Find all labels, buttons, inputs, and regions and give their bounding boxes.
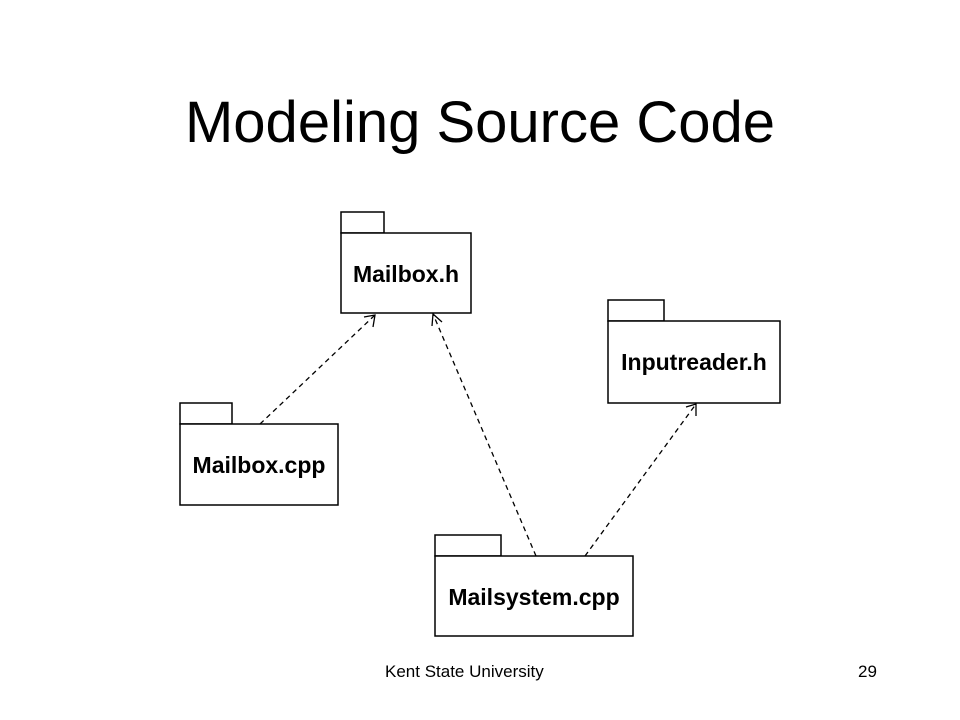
package-tab xyxy=(607,299,665,322)
package-label-mailbox-h: Mailbox.h xyxy=(353,261,459,287)
package-tab xyxy=(340,211,385,234)
package-body xyxy=(607,320,781,404)
package-mailbox-h[interactable]: Mailbox.h xyxy=(340,211,472,314)
page-number: 29 xyxy=(858,662,877,681)
package-body xyxy=(434,555,634,637)
package-body xyxy=(179,423,339,506)
dependency-mailbox-cpp-to-mailbox-h xyxy=(259,314,376,425)
package-label-inputreader-h: Inputreader.h xyxy=(621,349,767,375)
package-body xyxy=(340,232,472,314)
package-inputreader-h[interactable]: Inputreader.h xyxy=(607,299,781,404)
dependency-mailsystem-cpp-to-inputreader-h xyxy=(584,403,697,557)
package-tab xyxy=(179,402,233,425)
footer-organization: Kent State University xyxy=(385,662,544,681)
package-tab xyxy=(434,534,502,557)
package-mailbox-cpp[interactable]: Mailbox.cpp xyxy=(179,402,339,506)
package-label-mailsystem-cpp: Mailsystem.cpp xyxy=(448,584,619,610)
dependency-mailsystem-cpp-to-mailbox-h xyxy=(431,312,537,557)
package-label-mailbox-cpp: Mailbox.cpp xyxy=(193,452,326,478)
package-mailsystem-cpp[interactable]: Mailsystem.cpp xyxy=(434,534,634,637)
slide-title: Modeling Source Code xyxy=(184,90,776,155)
